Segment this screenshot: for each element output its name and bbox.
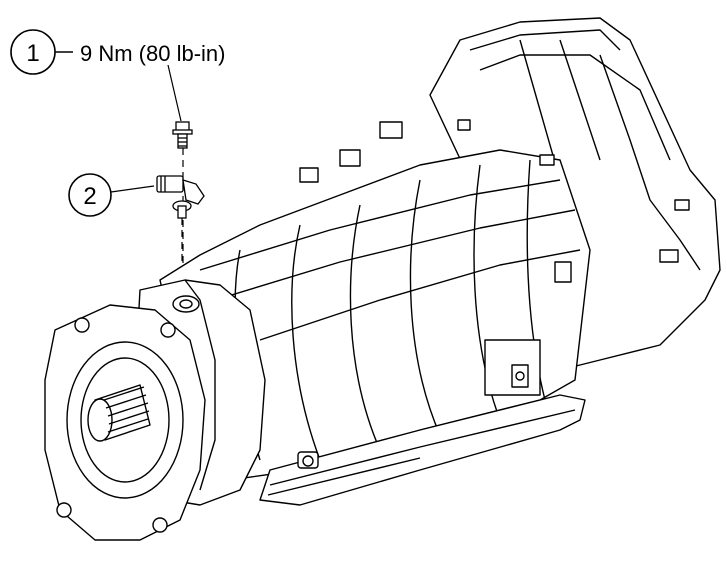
callout-2-pointer	[110, 185, 155, 193]
callout-1-number: 1	[26, 40, 39, 67]
callout-2-circle	[68, 173, 112, 217]
callout-1-torque-spec: 9 Nm (80 lb-in)	[80, 41, 225, 66]
callout-2: 2	[68, 173, 155, 217]
callout-1: 1 9 Nm (80 lb-in)	[10, 29, 225, 122]
bolt-icon	[172, 121, 193, 149]
main-case	[159, 149, 591, 481]
callout-2-number: 2	[83, 183, 96, 210]
callout-1-pointer	[167, 64, 182, 122]
sensor-icon	[156, 175, 205, 219]
transmission-illustration	[44, 17, 721, 541]
